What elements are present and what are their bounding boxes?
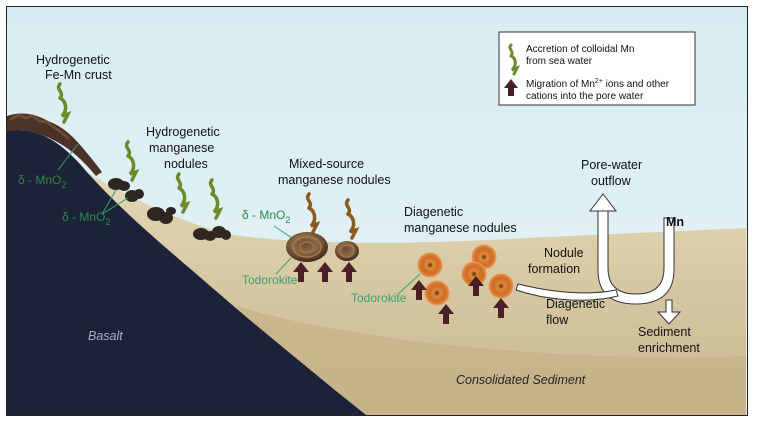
nodule xyxy=(286,232,328,262)
label-line: Diagenetic xyxy=(546,297,605,311)
accretion-squiggle-icon xyxy=(124,140,140,182)
label-line: outflow xyxy=(591,174,632,188)
label-pore-water-outflow: Pore-water outflow xyxy=(581,158,646,188)
label-diagenetic-flow: Diagenetic flow xyxy=(546,297,609,327)
leader-line xyxy=(101,197,129,215)
nodule xyxy=(108,178,130,191)
up-arrow-icon xyxy=(293,262,309,282)
accretion-squiggle-icon xyxy=(56,82,72,124)
leader-line xyxy=(57,143,79,171)
label-mixed-source-nodules: Mixed-source manganese nodules xyxy=(278,157,391,187)
up-arrow-icon xyxy=(438,304,454,324)
label-delta-mno2-mixed: δ - MnO2 xyxy=(242,208,290,225)
nodule xyxy=(212,226,231,240)
label-line: Hydrogenetic xyxy=(36,53,110,67)
accretion-squiggle-icon xyxy=(508,43,521,76)
label-consolidated-sediment: Consolidated Sediment xyxy=(456,373,586,387)
leader-line xyxy=(397,273,421,295)
up-arrow-icon xyxy=(493,298,509,318)
legend-line: cations into the pore water xyxy=(526,91,644,102)
label-nodule-formation: Nodule formation xyxy=(528,246,587,276)
fe-mn-crust xyxy=(7,113,102,176)
accretion-squiggle-icon xyxy=(175,172,191,214)
label-line: Pore-water xyxy=(581,158,642,172)
legend-sup: 2+ xyxy=(595,78,603,85)
migration-arrows-diagenetic xyxy=(411,276,509,324)
label-line: manganese nodules xyxy=(278,173,391,187)
legend-migration: Migration of Mn2+ ions and other cations… xyxy=(526,78,672,102)
leader-line xyxy=(275,257,292,275)
mno2-sub: 2 xyxy=(105,217,110,227)
leader-line xyxy=(273,225,293,239)
diagram-frame: Hydrogenetic Fe-Mn crust δ - MnO2 Hydrog… xyxy=(6,6,748,416)
nodule xyxy=(147,207,176,224)
mno2-text: δ - MnO xyxy=(62,210,105,224)
up-arrow-icon xyxy=(411,280,427,300)
nodule xyxy=(335,241,359,261)
crust-texture xyxy=(9,113,70,140)
accretion-squiggle-icon xyxy=(305,192,321,234)
diagenetic-flow-swoosh xyxy=(515,283,619,301)
legend-line: Accretion of colloidal Mn xyxy=(526,44,634,55)
label-line: Sediment xyxy=(638,325,691,339)
manganese-nodule-diagram: Hydrogenetic Fe-Mn crust δ - MnO2 Hydrog… xyxy=(6,6,748,416)
legend-line: from sea water xyxy=(526,56,593,67)
label-line: Mixed-source xyxy=(289,157,364,171)
legend: Accretion of colloidal Mn from sea water… xyxy=(498,31,696,106)
mno2-text: δ - MnO xyxy=(242,208,285,222)
accretion-squiggle-icon xyxy=(208,178,224,220)
accretion-squiggle-icon xyxy=(344,198,360,240)
consolidated-sediment-band xyxy=(236,306,746,415)
label-line: flow xyxy=(546,313,569,327)
label-line: Fe-Mn crust xyxy=(45,68,112,82)
label-delta-mno2-nodules: δ - MnO2 xyxy=(62,210,110,227)
legend-line: Migration of Mn xyxy=(526,79,595,90)
nodule xyxy=(125,189,144,202)
label-mn: Mn xyxy=(666,215,684,229)
mixed-source-nodules xyxy=(286,232,359,262)
label-line: manganese xyxy=(149,141,214,155)
nodule xyxy=(488,273,514,299)
label-line: enrichment xyxy=(638,341,700,355)
label-basalt: Basalt xyxy=(88,329,123,343)
mno2-text: δ - MnO xyxy=(18,173,61,187)
pore-water-flow-arrows xyxy=(515,193,682,325)
diagenetic-nodules xyxy=(417,244,514,306)
hydrogenetic-nodules xyxy=(108,178,231,241)
legend-accretion: Accretion of colloidal Mn from sea water xyxy=(526,44,637,67)
legend-line: ions and other xyxy=(603,79,670,90)
accretion-squiggles xyxy=(124,140,224,220)
outflow-arrow-head xyxy=(588,193,618,212)
label-line: manganese nodules xyxy=(404,221,517,235)
label-sediment-enrichment: Sediment enrichment xyxy=(638,325,700,355)
label-diagenetic-nodules: Diagenetic manganese nodules xyxy=(404,205,517,235)
label-line: formation xyxy=(528,262,580,276)
up-arrow-icon xyxy=(341,262,357,282)
basalt-layer xyxy=(7,130,366,415)
label-line: Nodule xyxy=(544,246,584,260)
label-todorokite-mixed: Todorokite xyxy=(242,273,298,287)
label-hydrogenetic-crust: Hydrogenetic Fe-Mn crust xyxy=(36,53,113,82)
mno2-sub: 2 xyxy=(285,215,290,225)
label-hydrogenetic-nodules: Hydrogenetic manganese nodules xyxy=(146,125,223,171)
mno2-sub: 2 xyxy=(61,180,66,190)
nodule xyxy=(424,280,450,306)
up-arrow-icon xyxy=(468,276,484,296)
nodule xyxy=(417,252,443,278)
up-arrow-icon xyxy=(504,79,518,96)
leader-line xyxy=(101,189,117,215)
label-line: Diagenetic xyxy=(404,205,463,219)
legend-box xyxy=(498,31,696,106)
label-line: nodules xyxy=(164,157,208,171)
label-line: Hydrogenetic xyxy=(146,125,220,139)
up-arrow-icon xyxy=(317,262,333,282)
label-delta-mno2-crust: δ - MnO2 xyxy=(18,173,66,190)
u-flow-arrow xyxy=(597,210,675,305)
enrichment-arrow xyxy=(656,299,682,325)
label-todorokite-diagenetic: Todorokite xyxy=(351,291,407,305)
brown-squiggles xyxy=(305,192,360,240)
migration-arrows-mixed xyxy=(293,262,357,282)
